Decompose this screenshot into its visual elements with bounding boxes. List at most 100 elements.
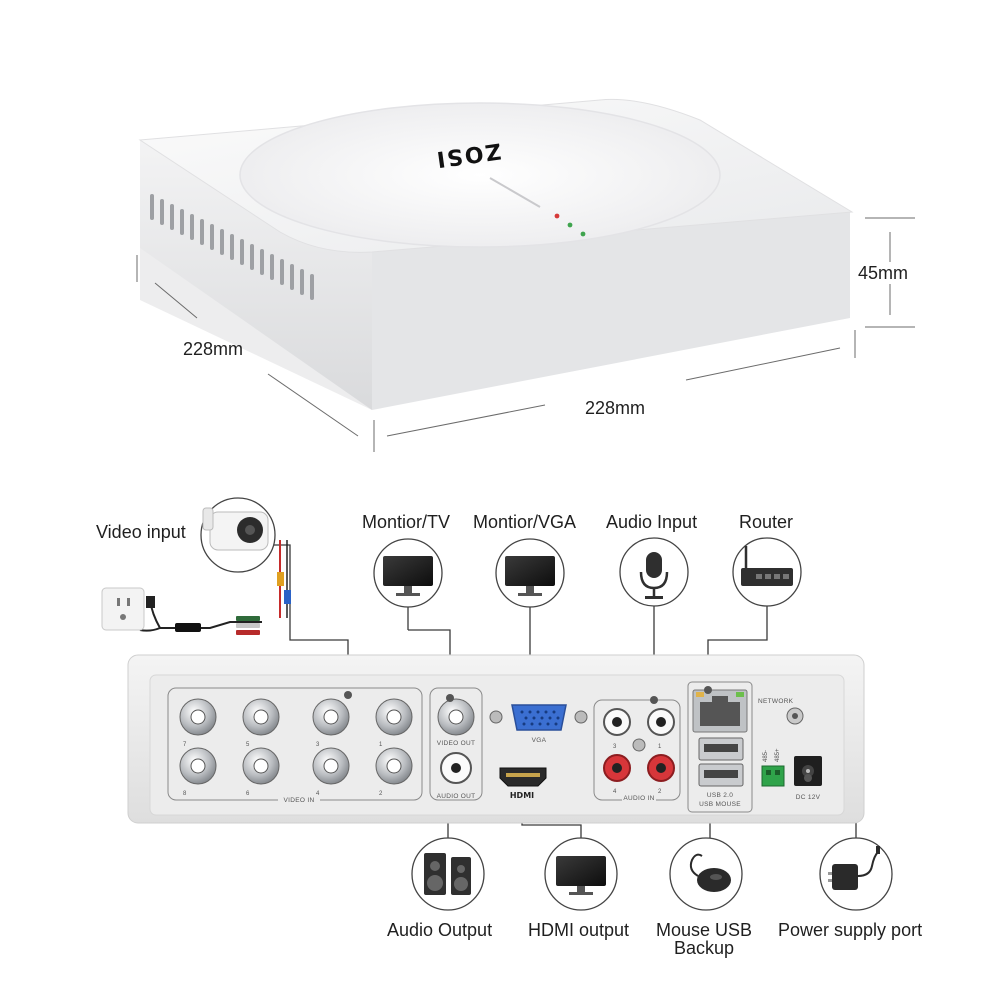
bnc-number-4: 1 xyxy=(379,742,383,748)
camera-power-cable xyxy=(139,540,291,635)
power-supply-label: Power supply port xyxy=(778,920,922,940)
bnc-number-8: 2 xyxy=(379,791,383,797)
hdmi-port[interactable] xyxy=(499,767,547,787)
dvr-box: ZOSI xyxy=(138,98,854,410)
hdmi-label: HDMI xyxy=(510,791,534,800)
bnc-video-in-ports[interactable] xyxy=(179,698,413,785)
audio-in-number-1: 3 xyxy=(613,744,617,750)
video-input-camera xyxy=(200,497,276,573)
usb-port[interactable] xyxy=(698,763,744,787)
rca-audio-in-ports[interactable] xyxy=(603,708,675,782)
video-audio-out-group xyxy=(429,687,483,801)
dc-power-jack[interactable] xyxy=(794,756,822,786)
connection-dot xyxy=(704,686,712,694)
rs485-terminal[interactable] xyxy=(761,765,785,787)
mouse-usb-label-line2: Backup xyxy=(674,938,734,958)
usb-ports[interactable] xyxy=(698,737,744,787)
width-dimension-label: 228mm xyxy=(585,398,645,418)
dvr-rear-panel: 7 5 3 1 8 6 4 2 VIDEO IN VIDEO OUT AUDIO… xyxy=(127,654,865,824)
dc-label: DC 12V xyxy=(796,794,821,801)
bnc-port[interactable] xyxy=(375,747,413,785)
audio-in-number-4: 2 xyxy=(658,789,662,795)
audio-output-peripheral xyxy=(411,837,485,911)
wall-outlet-icon xyxy=(101,587,145,631)
connection-dot xyxy=(344,691,352,699)
usb-port[interactable] xyxy=(698,737,744,761)
video-out-label: VIDEO OUT xyxy=(437,740,475,747)
mouse-icon xyxy=(689,853,731,892)
screw xyxy=(632,738,646,752)
connection-dot xyxy=(650,696,658,704)
top-disc xyxy=(239,102,721,248)
rca-port[interactable] xyxy=(603,754,631,782)
hdmi-output-label: HDMI output xyxy=(528,920,629,940)
rca-port[interactable] xyxy=(647,754,675,782)
side-vents xyxy=(150,194,314,300)
monitor-icon xyxy=(505,556,555,596)
bnc-number-1: 7 xyxy=(183,742,187,748)
power-supply-peripheral xyxy=(819,837,893,911)
speaker-icon xyxy=(424,853,471,895)
router-icon xyxy=(741,546,793,586)
camera-icon xyxy=(202,507,269,551)
top-groove xyxy=(489,177,541,208)
height-dimension-label: 45mm xyxy=(858,263,908,283)
microphone-icon xyxy=(639,552,669,599)
rca-port[interactable] xyxy=(647,708,675,736)
led-green-1 xyxy=(567,222,573,228)
monitor-icon xyxy=(383,556,433,596)
mouse-usb-label-line1: Mouse USB xyxy=(656,920,752,940)
bnc-port[interactable] xyxy=(312,698,350,736)
usb-label-line1: USB 2.0 xyxy=(707,792,733,799)
video-input-label: Video input xyxy=(96,522,186,542)
bnc-number-7: 4 xyxy=(316,791,320,797)
bnc-number-5: 8 xyxy=(183,791,187,797)
depth-dimension-label: 228mm xyxy=(183,339,243,359)
vga-label: VGA xyxy=(532,737,547,744)
vga-port[interactable] xyxy=(511,704,567,731)
power-adapter-icon xyxy=(828,846,880,890)
monitor-tv-peripheral xyxy=(373,538,443,608)
usb-label-line2: USB MOUSE xyxy=(699,801,741,808)
audio-in-label: AUDIO IN xyxy=(623,795,654,802)
box-left-side xyxy=(140,140,372,410)
box-right-side xyxy=(372,212,850,410)
led-green-2 xyxy=(580,231,586,237)
connection-dot xyxy=(446,694,454,702)
bnc-port[interactable] xyxy=(179,698,217,736)
screw xyxy=(574,710,588,724)
bnc-port[interactable] xyxy=(179,747,217,785)
bnc-number-2: 5 xyxy=(246,742,250,748)
monitor-vga-peripheral xyxy=(495,538,565,608)
dc-plug xyxy=(146,596,155,608)
bnc-number-6: 6 xyxy=(246,791,250,797)
rj45-network-port[interactable] xyxy=(692,689,748,733)
video-in-label: VIDEO IN xyxy=(284,797,315,804)
screw xyxy=(489,710,503,724)
network-usb-group xyxy=(687,681,753,813)
rca-port[interactable] xyxy=(603,708,631,736)
led-red xyxy=(554,213,560,219)
router-label: Router xyxy=(739,512,793,532)
bnc-port[interactable] xyxy=(242,747,280,785)
connection-dot xyxy=(804,774,812,782)
network-label: NETWORK xyxy=(758,698,794,705)
audio-out-label: AUDIO OUT xyxy=(437,793,476,800)
rca-audio-out-port[interactable] xyxy=(440,752,472,784)
audio-in-number-3: 4 xyxy=(613,789,617,795)
bnc-port[interactable] xyxy=(375,698,413,736)
rs485-plus-label: 485+ xyxy=(775,748,781,762)
bnc-port[interactable] xyxy=(312,747,350,785)
audio-output-label: Audio Output xyxy=(387,920,492,940)
audio-in-number-2: 1 xyxy=(658,744,662,750)
bnc-video-out-port[interactable] xyxy=(437,698,475,736)
audio-input-peripheral xyxy=(619,537,689,607)
monitor-tv-label: Montior/TV xyxy=(362,512,450,532)
router-peripheral xyxy=(732,537,802,607)
splitter xyxy=(175,623,201,632)
rs485-minus-label: 485- xyxy=(763,750,769,762)
bnc-number-3: 3 xyxy=(316,742,320,748)
bnc-port[interactable] xyxy=(242,698,280,736)
